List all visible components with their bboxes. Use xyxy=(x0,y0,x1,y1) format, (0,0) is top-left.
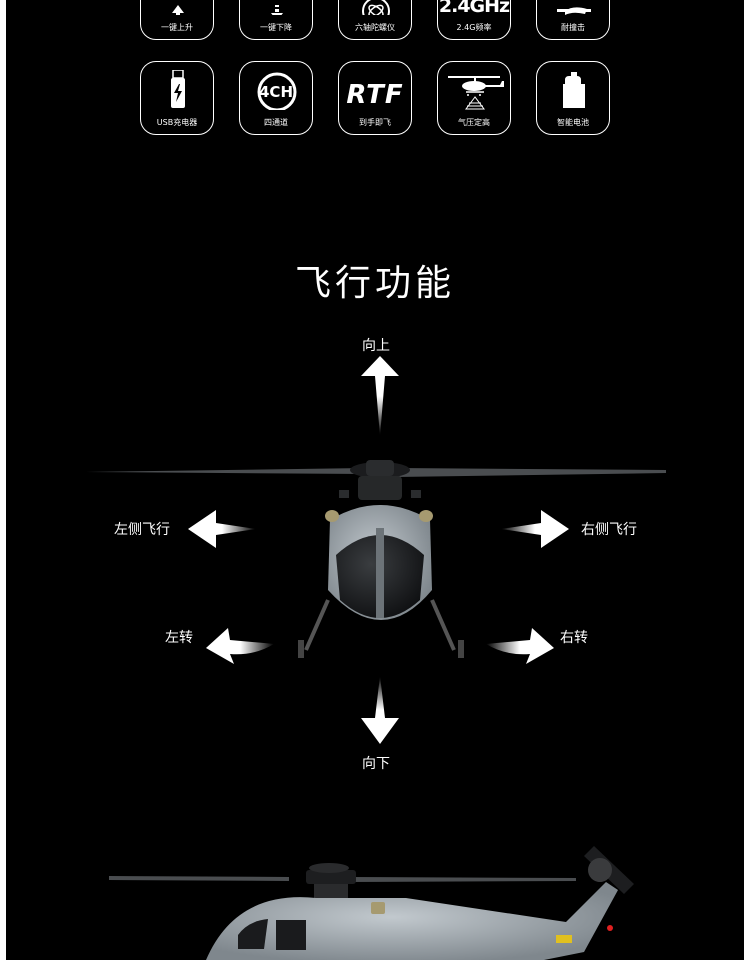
feature-usb-charger: USB充电器 xyxy=(140,61,214,135)
helicopter-side-view xyxy=(109,846,634,960)
turn-right-label: 右转 xyxy=(560,630,588,646)
feature-label: 四通道 xyxy=(264,118,288,127)
down-arrow-icon xyxy=(271,5,283,15)
feature-label: 气压定高 xyxy=(458,118,490,127)
flight-functions-title: 飞行功能 xyxy=(294,263,455,304)
turn-left-label: 左转 xyxy=(165,630,193,646)
arrow-right xyxy=(501,510,569,548)
altitude-hold-icon xyxy=(448,76,504,110)
flight-diagram xyxy=(86,356,666,960)
feature-label: USB充电器 xyxy=(156,118,198,127)
feature-ready-to-fly: RTF 到手即飞 xyxy=(338,61,412,135)
battery-icon xyxy=(563,72,585,108)
feature-altitude-hold: 气压定高 xyxy=(437,61,511,135)
feature-four-channel: 4CH 四通道 xyxy=(239,61,313,135)
arrow-turn-left xyxy=(206,628,274,664)
impact-icon xyxy=(557,7,591,15)
arrow-left xyxy=(188,510,256,548)
product-page: 一键上升 一键下降 六轴陀螺仪 2.4GHz 2.4G频率 耐撞击 xyxy=(6,0,744,960)
feature-one-key-up: 一键上升 xyxy=(140,0,214,40)
feature-label: 耐撞击 xyxy=(561,23,585,32)
feature-label: 到手即飞 xyxy=(359,118,391,127)
arrow-up xyxy=(361,356,399,436)
direction-up-label: 向上 xyxy=(362,338,390,354)
four-channel-text: 4CH xyxy=(259,83,293,101)
gyro-icon xyxy=(362,0,390,15)
rtf-text: RTF xyxy=(346,80,404,110)
feature-label: 智能电池 xyxy=(557,118,589,127)
feature-one-key-down: 一键下降 xyxy=(239,0,313,40)
feature-six-axis-gyro: 六轴陀螺仪 xyxy=(338,0,412,40)
helicopter-front-view xyxy=(86,460,666,658)
direction-right-label: 右侧飞行 xyxy=(581,522,637,538)
feature-smart-battery: 智能电池 xyxy=(536,61,610,135)
feature-impact-resistant: 耐撞击 xyxy=(536,0,610,40)
direction-down-label: 向下 xyxy=(362,756,390,772)
frequency-text: 2.4GHz xyxy=(438,0,510,17)
arrow-turn-right xyxy=(486,628,554,664)
direction-left-label: 左侧飞行 xyxy=(114,522,170,538)
feature-label: 六轴陀螺仪 xyxy=(355,23,395,32)
feature-frequency: 2.4GHz 2.4G频率 xyxy=(437,0,511,40)
feature-label: 2.4G频率 xyxy=(456,23,492,32)
feature-label: 一键上升 xyxy=(161,23,193,32)
up-arrow-icon xyxy=(172,5,184,15)
usb-charger-icon xyxy=(171,70,185,108)
feature-label: 一键下降 xyxy=(260,23,292,32)
four-channel-icon xyxy=(257,72,297,110)
arrow-down xyxy=(361,676,399,744)
